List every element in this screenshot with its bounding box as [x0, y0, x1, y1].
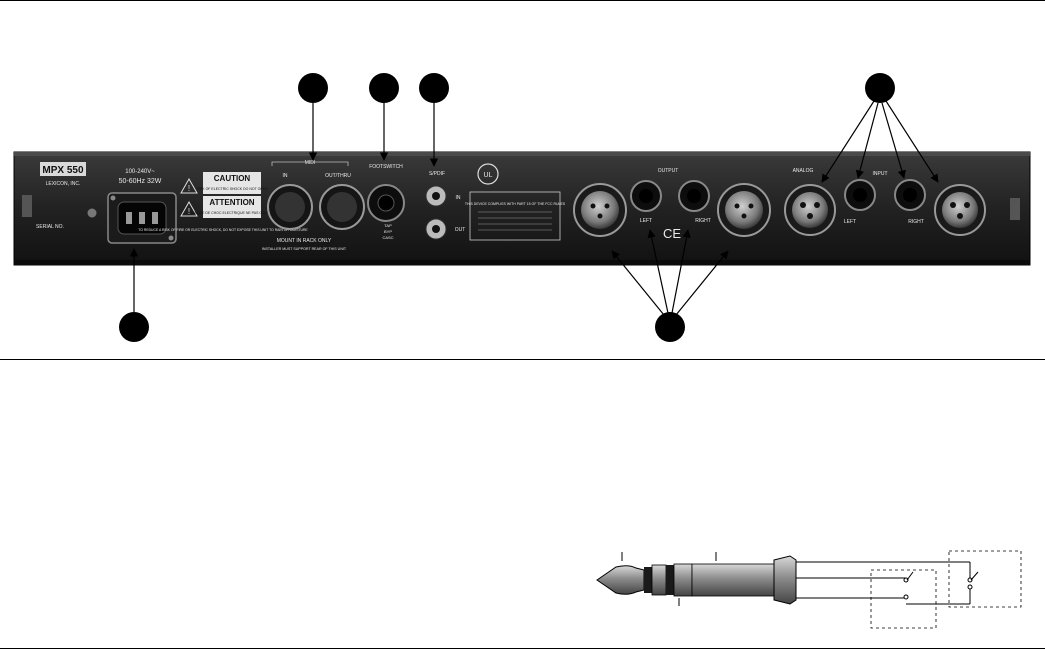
rack-note: MOUNT IN RACK ONLY — [277, 238, 332, 244]
fcc-text: THIS DEVICE COMPLIES WITH PART 15 OF THE… — [465, 202, 566, 206]
compliance-area: UL THIS DEVICE COMPLIES WITH PART 15 OF … — [465, 163, 566, 241]
footswitch-jack: FOOTSWITCH TAP BYP CASC — [367, 164, 405, 240]
midi-out-label: OUT/THRU — [325, 173, 351, 179]
model-badge: MPX 550 LEXICON, INC. — [40, 162, 86, 187]
callout-marker — [419, 73, 449, 103]
ul-mark: UL — [484, 172, 493, 179]
callouts — [119, 73, 895, 342]
ce-mark-icon: CE — [663, 226, 681, 241]
analog-label: ANALOG — [793, 168, 814, 174]
ground-screw — [86, 207, 98, 219]
spdif-out-label: OUT — [455, 227, 466, 233]
switch-icon — [967, 571, 979, 590]
midi-in-label: IN — [283, 173, 288, 179]
output-left-label: LEFT — [640, 218, 652, 224]
top-rule — [0, 0, 1045, 1]
power-inlet: 100-240V~ 50-60Hz 32W — [107, 169, 177, 244]
spdif-in-label: IN — [456, 195, 461, 201]
leader-arrows — [129, 100, 939, 316]
serial-label: SERIAL NO. — [36, 224, 64, 230]
power-rating-1: 100-240V~ — [125, 169, 155, 175]
caution-text: RISK OF ELECTRIC SHOCK DO NOT OPEN — [196, 187, 268, 191]
callout-marker — [369, 73, 399, 103]
footswitch-mode-2: BYP — [384, 229, 392, 234]
left-switch-box — [870, 569, 937, 629]
spdif-label: S/PDIF — [429, 171, 445, 177]
model-label: MPX 550 — [42, 165, 84, 176]
footswitch-mode-1: TAP — [384, 223, 392, 228]
midi-label: MIDI — [305, 160, 316, 166]
attention-title: ATTENTION — [209, 198, 254, 207]
callout-marker — [119, 312, 149, 342]
callout-marker — [655, 312, 685, 342]
footswitch-mode-3: CASC — [382, 235, 393, 240]
svg-text:!: ! — [188, 207, 190, 216]
input-section: ANALOG INPUT LEFT RIGHT — [784, 168, 986, 236]
warning-labels: ! ! CAUTION RISK OF ELECTRIC SHOCK DO NO… — [138, 172, 308, 232]
brand-label: LEXICON, INC. — [46, 181, 81, 187]
callout-marker — [865, 73, 895, 103]
input-right-label: RIGHT — [908, 219, 924, 225]
input-left-label: LEFT — [844, 219, 856, 225]
warning-triangle-icon — [180, 177, 198, 194]
callout-marker — [298, 73, 328, 103]
power-rating-2: 50-60Hz 32W — [119, 178, 162, 185]
warning-triangle-icon — [180, 200, 198, 217]
trs-plug-diagram — [596, 550, 1022, 629]
svg-text:!: ! — [188, 184, 190, 193]
input-label: INPUT — [873, 171, 888, 177]
ul-mark-icon — [477, 163, 499, 185]
footswitch-label: FOOTSWITCH — [369, 164, 403, 170]
fire-warning: TO REDUCE A RISK OF FIRE OR ELECTRIC SHO… — [138, 228, 308, 232]
switch-icon — [903, 571, 914, 600]
output-section: OUTPUT LEFT RIGHT CE — [573, 168, 771, 241]
spdif-connectors: S/PDIF IN OUT — [425, 171, 466, 240]
caution-title: CAUTION — [214, 174, 251, 183]
output-label: OUTPUT — [658, 168, 679, 174]
right-switch-box — [948, 550, 1022, 608]
rack-note-2: INSTALLER MUST SUPPORT REAR OF THIS UNIT — [262, 247, 347, 251]
middle-rule — [0, 359, 1045, 360]
output-right-label: RIGHT — [695, 218, 711, 224]
midi-connectors: MIDI IN OUT/THRU MOUNT IN RACK ONLY INST… — [262, 160, 365, 251]
attention-text: RISQUE DE CHOC ELECTRIQUE NE PAS OUVRIR — [191, 211, 273, 215]
rear-panel — [13, 151, 1031, 266]
